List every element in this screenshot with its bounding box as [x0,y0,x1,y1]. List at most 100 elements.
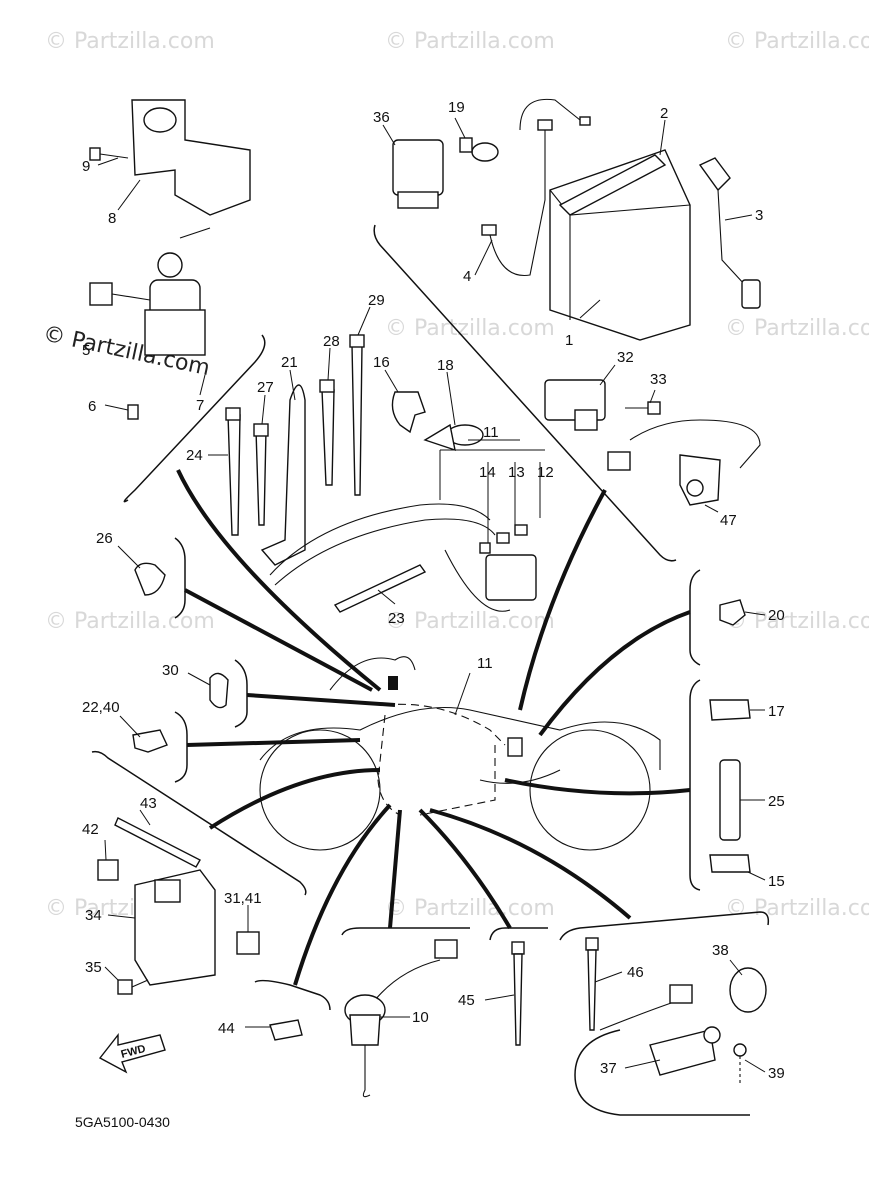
part-38-cover [729,967,767,1013]
part-9-bolt [89,147,129,161]
callout-24: 24 [186,447,203,464]
fwd-arrow-icon: FWD [98,1032,166,1074]
part-30-clip [209,672,229,709]
callout-5: 5 [82,342,90,359]
callout-2: 2 [660,105,668,122]
callout-25: 25 [768,793,785,810]
part-23-cable-tie [333,564,427,613]
callout-leaders [97,117,766,1073]
part-47-sensor [607,419,761,506]
callout-45: 45 [458,992,475,1009]
part-19-clamp [459,137,499,162]
callout-11-harness: 11 [483,424,499,441]
part-10-neutral-switch [344,939,458,1098]
cable-ties-group [225,334,365,566]
callout-19: 19 [448,99,465,116]
part-42-nut [97,859,119,881]
part-44-clip [269,1019,303,1041]
callout-21: 21 [281,354,298,371]
watermark: © Partzilla.com [385,609,555,634]
part-5-ignition-switch [89,227,211,356]
callout-36: 36 [373,109,390,126]
callout-46: 46 [627,964,644,981]
part-43-cable-tie [114,817,201,868]
callout-18: 18 [437,357,454,374]
callout-11-motorcycle: 11 [477,655,493,672]
watermark: © Partzilla.com [725,609,869,634]
callout-31-41: 31,41 [224,890,262,907]
callout-37: 37 [600,1060,617,1077]
callout-33: 33 [650,371,667,388]
part-46-cable-tie [585,937,599,1031]
callout-43: 43 [140,795,157,812]
part-32-relay [544,379,606,431]
callout-35: 35 [85,959,102,976]
watermark: © Partzilla.com [725,316,869,341]
callout-17: 17 [768,703,785,720]
part-31-41-damper [236,931,260,955]
watermark: © Partzilla.com [385,29,555,54]
part-26-clip [134,562,166,596]
part-2-band [558,154,667,216]
part-25-grommet [719,759,741,841]
callout-20: 20 [768,607,785,624]
callout-29: 29 [368,292,385,309]
part-45-cable-tie [511,941,525,1046]
callout-32: 32 [617,349,634,366]
callout-47: 47 [720,512,737,529]
watermark: © Partzilla.com [385,316,555,341]
part-6-bolt [127,404,139,420]
callout-6: 6 [88,398,96,415]
callout-34: 34 [85,907,102,924]
part-15-clamp [709,854,751,873]
part-22-40-clip [132,729,168,753]
callout-22-40: 22,40 [82,699,120,716]
part-8-bracket [131,99,251,216]
part-20-clip [719,599,746,626]
watermark: © Partzilla.com [725,29,869,54]
callout-28: 28 [323,333,340,350]
part-35-bolt [117,979,149,995]
watermark: © Partzilla.com [725,896,869,921]
callout-10: 10 [412,1009,429,1026]
callout-42: 42 [82,821,99,838]
callout-23: 23 [388,610,405,627]
part-34-rectifier [134,869,216,986]
callout-4: 4 [463,268,471,285]
callout-13: 13 [508,464,525,481]
callout-7: 7 [196,397,204,414]
part-3-lead [698,157,761,309]
part-18-clamp [423,423,484,452]
part-39-screw [733,1043,747,1085]
callout-12: 12 [537,464,554,481]
part-33-bolt [625,401,661,415]
heavy-leaders [176,469,691,986]
callout-30: 30 [162,662,179,679]
watermark: © Partzilla.com [45,29,215,54]
watermarks: © Partzilla.com © Partzilla.com © Partzi… [41,29,869,921]
watermark: © Partzilla.com [45,609,215,634]
callout-15: 15 [768,873,785,890]
part-37-sensor [599,984,721,1076]
callout-1: 1 [565,332,573,349]
part-36-relay [392,139,444,209]
diagram-code: 5GA5100-0430 [75,1114,170,1130]
callout-27: 27 [257,379,274,396]
callout-labels: 1 2 3 4 5 6 7 8 9 10 11 11 12 13 14 15 1… [82,99,785,1082]
callout-16: 16 [373,354,390,371]
callout-3: 3 [755,207,763,224]
watermark: © Partzilla.com [385,896,555,921]
callout-26: 26 [96,530,113,547]
callout-8: 8 [108,210,116,227]
part-4-lead [481,98,591,277]
callout-14: 14 [479,464,496,481]
part-11-wire-harness [269,503,537,612]
callout-38: 38 [712,942,729,959]
callout-9: 9 [82,158,90,175]
part-16-clip [391,391,426,434]
callout-44: 44 [218,1020,235,1037]
callout-39: 39 [768,1065,785,1082]
motorcycle-outline [259,656,661,851]
group-brackets [91,224,770,1116]
